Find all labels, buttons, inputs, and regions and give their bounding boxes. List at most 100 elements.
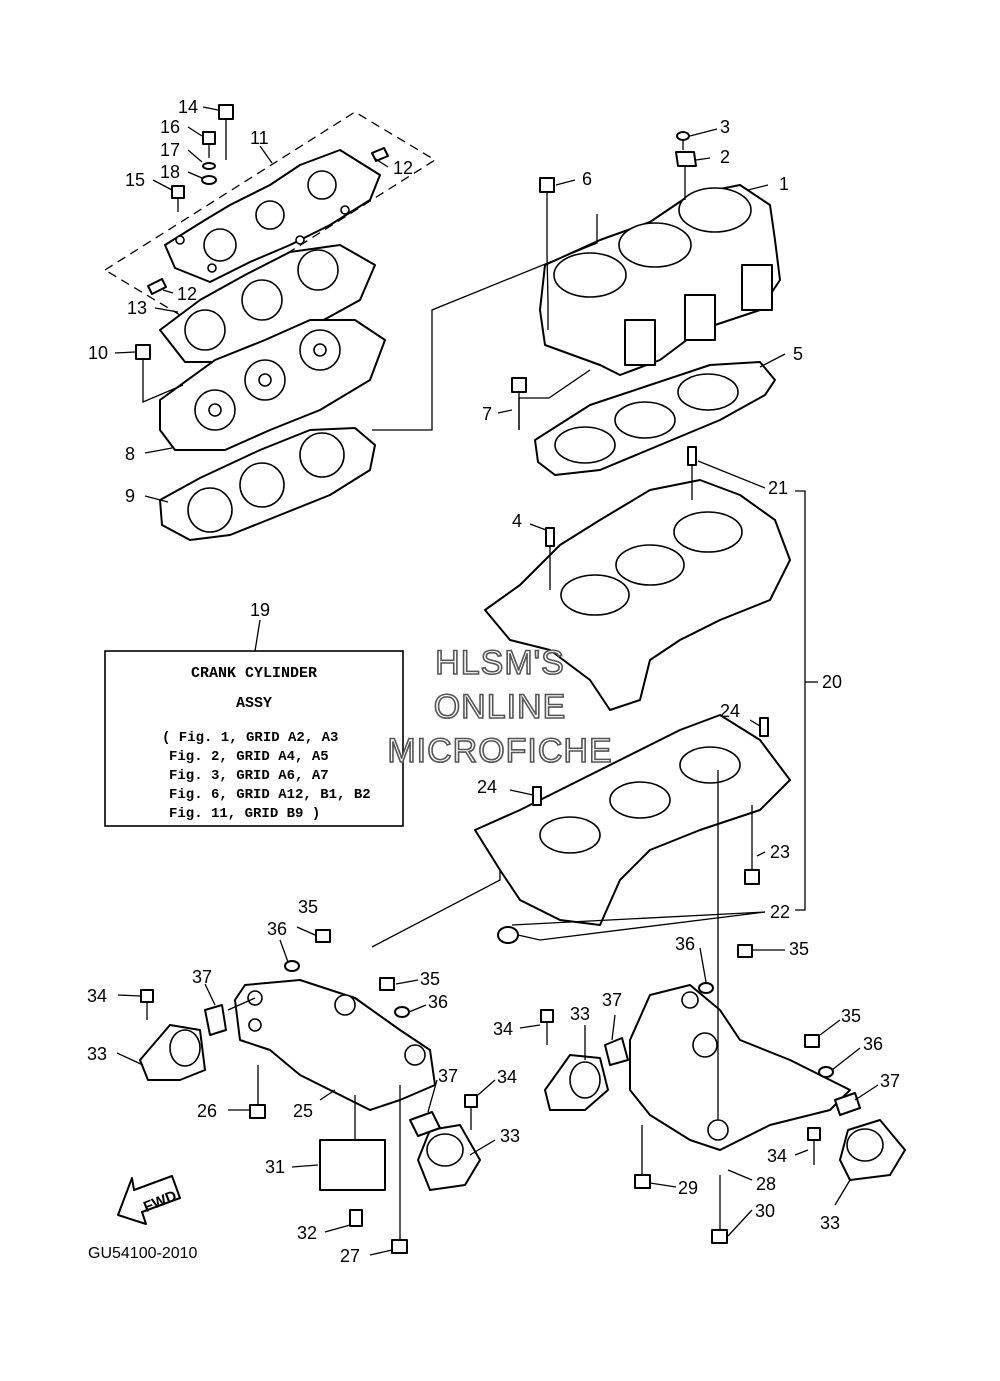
- callout-26: 26: [197, 1101, 217, 1121]
- fwd-arrow: FWD: [117, 1175, 181, 1225]
- callout-37-b: 37: [438, 1066, 458, 1086]
- crankcase-upper: [484, 479, 791, 711]
- exhaust-port-a: [624, 319, 656, 366]
- assy-ref-3: Fig. 3, GRID A6, A7: [169, 768, 329, 784]
- head-cover-bolts: [171, 104, 234, 212]
- head-cover-gasket-13: [159, 244, 376, 363]
- callout-27: 27: [340, 1246, 360, 1266]
- bolt-16-head: [202, 131, 216, 145]
- callout-7: 7: [482, 404, 492, 424]
- mount-bracket-31: [319, 1139, 386, 1191]
- bolt-32: [349, 1209, 363, 1227]
- bolt-35-b: [379, 977, 395, 991]
- assy-ref-1: ( Fig. 1, GRID A2, A3: [162, 730, 338, 746]
- callout-37-a: 37: [192, 967, 212, 987]
- cylinder-head-8: [159, 319, 386, 451]
- callout-3: 3: [720, 117, 730, 137]
- callout-5: 5: [793, 344, 803, 364]
- callout-33-b: 33: [500, 1126, 520, 1146]
- washer-36-a: [284, 960, 300, 972]
- washer-17: [202, 162, 216, 170]
- shim-37-b: [409, 1111, 441, 1137]
- callout-10: 10: [88, 343, 108, 363]
- callout-6: 6: [582, 169, 592, 189]
- bolt-30: [711, 1229, 728, 1244]
- bolt-14-head: [218, 104, 234, 120]
- crank-cylinder-assy-box: CRANK CYLINDER ASSY ( Fig. 1, GRID A2, A…: [104, 650, 404, 827]
- shim-37-a: [204, 1004, 227, 1036]
- bolt-6: [539, 177, 555, 240]
- callout-36-d: 36: [863, 1034, 883, 1054]
- bolt-34-c: [540, 1009, 554, 1023]
- bolt-23: [744, 805, 760, 885]
- bolt-27: [391, 1239, 408, 1254]
- shim-37-d: [834, 1092, 861, 1116]
- leader-lines: [114, 106, 879, 1256]
- watermark-line-3: MICROFICHE: [387, 732, 612, 770]
- watermark-line-2: ONLINE: [434, 688, 567, 726]
- crankcase-lower: [474, 714, 791, 944]
- bolt-35-c: [737, 944, 753, 958]
- callout-29: 29: [678, 1178, 698, 1198]
- callout-28: 28: [756, 1174, 776, 1194]
- callout-22: 22: [770, 902, 790, 922]
- callout-35-b: 35: [420, 969, 440, 989]
- assy-title-line2: ASSY: [236, 695, 272, 712]
- watermark: HLSM'S ONLINE MICROFICHE: [387, 643, 613, 771]
- callout-31: 31: [265, 1157, 285, 1177]
- callout-14: 14: [178, 97, 198, 117]
- head-gasket-9: [159, 427, 376, 541]
- cylinder-head-cover-group: [103, 111, 437, 319]
- callout-33-c: 33: [570, 1004, 590, 1024]
- callout-36-a: 36: [267, 919, 287, 939]
- callout-20: 20: [822, 672, 842, 692]
- callout-34-b: 34: [497, 1067, 517, 1087]
- right-rubber-mounts: [540, 1009, 906, 1181]
- bolt-35-a: [315, 929, 331, 943]
- callout-2: 2: [720, 147, 730, 167]
- callout-16: 16: [160, 117, 180, 137]
- washer-36-b: [394, 1006, 410, 1018]
- engine-mount-left-25: [234, 979, 436, 1111]
- bolt-10: [135, 344, 151, 385]
- callout-35-a: 35: [298, 897, 318, 917]
- watermark-line-1: HLSM'S: [435, 644, 565, 682]
- callout-13: 13: [127, 298, 147, 318]
- diagram-code: GU54100-2010: [88, 1245, 198, 1262]
- callout-24-left: 24: [477, 777, 497, 797]
- callout-24-right: 24: [720, 701, 740, 721]
- callout-9: 9: [125, 486, 135, 506]
- callout-numbers: 1 2 3 4 5 6 7 8 9 10 11 12 12 13 14 15 1…: [87, 97, 900, 1266]
- bolt-35-d: [804, 1034, 820, 1048]
- washer-18: [201, 175, 217, 185]
- callout-12-top: 12: [393, 158, 413, 178]
- assy-ref-2: Fig. 2, GRID A4, A5: [169, 749, 329, 765]
- callout-1: 1: [779, 174, 789, 194]
- hose-fitting-12-top: [371, 147, 389, 162]
- callout-17: 17: [160, 140, 180, 160]
- callout-34-c: 34: [493, 1019, 513, 1039]
- callout-15: 15: [125, 170, 145, 190]
- engine-mount-right-28: [629, 984, 851, 1151]
- bolt-3-and-cap-2: [675, 131, 697, 167]
- left-rubber-mounts: [139, 989, 481, 1191]
- left-mount-fasteners: [249, 929, 410, 1254]
- bolt-34-a: [140, 989, 154, 1003]
- callout-21: 21: [768, 478, 788, 498]
- right-mount-fasteners: [634, 944, 834, 1244]
- washer-36-d: [818, 1066, 834, 1078]
- callout-12-bottom: 12: [177, 284, 197, 304]
- callout-8: 8: [125, 444, 135, 464]
- exhaust-port-b: [684, 294, 716, 341]
- callout-18: 18: [160, 162, 180, 182]
- bolt-34-b: [464, 1094, 478, 1108]
- exhaust-port-c: [741, 264, 773, 311]
- callout-23: 23: [770, 842, 790, 862]
- callout-37-d: 37: [880, 1071, 900, 1091]
- dowel-pin-21: [687, 446, 697, 466]
- callout-30: 30: [755, 1201, 775, 1221]
- callout-4: 4: [512, 511, 522, 531]
- bolt-15-head: [171, 185, 185, 199]
- callout-36-c: 36: [675, 934, 695, 954]
